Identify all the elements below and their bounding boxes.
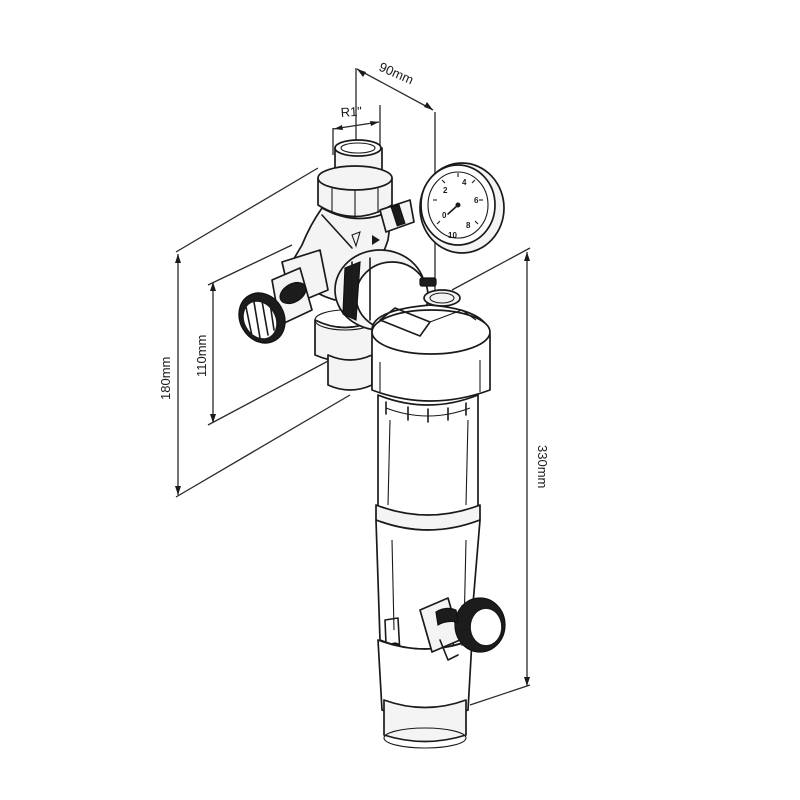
dim-110mm-label: 110mm (194, 335, 209, 377)
gauge-label-10: 10 (448, 231, 457, 240)
flow-arrow-icon (372, 235, 380, 245)
filter-bowl (375, 394, 481, 531)
gauge-connector (379, 199, 415, 233)
bowl-cap (371, 304, 491, 402)
inlet-fitting (317, 139, 393, 218)
knob-grip-lines (457, 601, 469, 646)
dim-thread-label: R1" (340, 104, 363, 120)
side-valve-handle (238, 249, 329, 344)
drain-knob (419, 597, 506, 661)
dim-180mm-label: 180mm (158, 357, 173, 400)
dimension-lines (175, 68, 531, 706)
gauge-label-4: 4 (462, 178, 467, 187)
gauge-label-0: 0 (442, 211, 447, 220)
gauge-ticks (433, 173, 483, 225)
gauge-label-6: 6 (474, 196, 479, 205)
knurled-grip (245, 300, 275, 339)
gauge-label-8: 8 (466, 221, 471, 230)
pressure-gauge: 0 2 4 6 8 10 (419, 162, 505, 254)
dim-330mm-label: 330mm (535, 445, 550, 488)
gauge-label-2: 2 (443, 186, 448, 195)
